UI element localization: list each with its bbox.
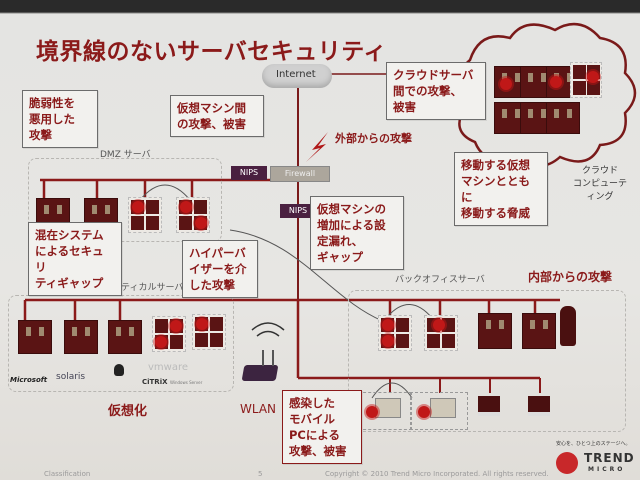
cloud-server	[546, 102, 580, 134]
linux-logo	[114, 364, 124, 376]
dmz-vm-host	[176, 197, 210, 233]
virtualization-label: 仮想化	[108, 404, 148, 419]
callout-moving-vm: 移動する仮想 マシンとともに 移動する脅威	[454, 152, 548, 226]
footer-page: 5	[258, 470, 263, 478]
back-office-label: バックオフィスサーバ	[395, 275, 485, 285]
solaris-logo: solaris	[56, 372, 86, 382]
brand-tagline: 安心を、ひとつ上のステージへ。	[556, 441, 631, 447]
brand-name-2: MICRO	[588, 466, 626, 473]
desktop-pc-icon	[430, 398, 456, 418]
cloud-label: クラウド コンピューティング	[572, 166, 627, 202]
brand-name: TREND	[584, 451, 635, 465]
mission-server	[18, 320, 52, 354]
wlan-label: WLAN	[240, 402, 277, 416]
external-attack-label: 外部からの攻撃	[335, 132, 412, 145]
dmz-zone	[28, 158, 222, 242]
callout-mixed-systems: 混在システム によるセキュリ ティギャップ	[28, 222, 122, 296]
backoffice-server	[522, 313, 556, 349]
nips-dmz: NIPS	[231, 166, 267, 180]
footer-copyright: Copyright © 2010 Trend Micro Incorporate…	[325, 470, 549, 478]
backoffice-server	[478, 313, 512, 349]
callout-vulnerability: 脆弱性を 悪用した 攻撃	[22, 90, 98, 148]
infection-burst-icon	[500, 78, 512, 90]
firewall: Firewall	[270, 166, 330, 182]
footer-classification: Classification	[44, 470, 91, 478]
infection-burst-icon	[382, 335, 394, 347]
infection-burst-icon	[195, 217, 207, 229]
laptop-icon	[528, 396, 550, 416]
desktop-pc-icon	[375, 398, 401, 418]
infection-burst-icon	[132, 201, 144, 213]
mission-server	[108, 320, 142, 354]
citrix-logo: CiTRiX	[142, 378, 168, 386]
internet-label: Internet	[276, 69, 316, 80]
cloud-vm-host	[570, 62, 602, 98]
callout-mobile-pc: 感染した モバイル PCによる 攻撃、被害	[282, 390, 362, 464]
insider-threat-icon	[560, 306, 576, 346]
callout-cloud-attack: クラウドサーバ 間での攻撃、 被害	[386, 62, 486, 120]
callout-hypervisor: ハイパーバ イザーを介 した攻撃	[182, 240, 258, 298]
windows-server-logo: Windows Server	[170, 380, 203, 385]
internal-attack-label: 内部からの攻撃	[528, 270, 613, 284]
infection-burst-icon	[418, 406, 430, 418]
backoffice-vm-host	[424, 315, 458, 351]
mission-vm-host	[152, 316, 186, 352]
infection-burst-icon	[433, 319, 445, 331]
infection-burst-icon	[196, 318, 208, 330]
infection-burst-icon	[382, 319, 394, 331]
infection-burst-icon	[366, 406, 378, 418]
laptop-icon	[478, 396, 500, 416]
wlan-router-icon	[241, 365, 279, 381]
back-office-zone	[348, 290, 626, 432]
nips-internal: NIPS	[280, 204, 316, 218]
antenna	[272, 350, 274, 366]
mission-server	[64, 320, 98, 354]
callout-vm-increase: 仮想マシンの 増加による設 定漏れ、 ギャップ	[310, 196, 404, 270]
dmz-vm-host	[128, 197, 162, 233]
infection-burst-icon	[550, 76, 562, 88]
antenna	[262, 350, 264, 366]
infection-burst-icon	[155, 336, 167, 348]
trend-micro-logo-icon	[556, 452, 578, 474]
vmware-logo: vmware	[148, 362, 189, 373]
infection-burst-icon	[587, 71, 599, 83]
callout-vm-between: 仮想マシン間 の攻撃、被害	[170, 95, 264, 137]
mission-vm-host	[192, 314, 226, 350]
infection-burst-icon	[170, 320, 182, 332]
microsoft-logo: Microsoft	[10, 376, 48, 384]
cloud-outline	[455, 22, 637, 168]
dmz-label: DMZ サーバ	[100, 150, 151, 160]
desktop-pc-group	[410, 392, 468, 430]
page-title: 境界線のないサーバセキュリティ	[36, 39, 387, 65]
internet-cloud: Internet	[262, 64, 332, 88]
infection-burst-icon	[180, 201, 192, 213]
backoffice-vm-host	[378, 315, 412, 351]
lightning-icon	[306, 132, 328, 162]
